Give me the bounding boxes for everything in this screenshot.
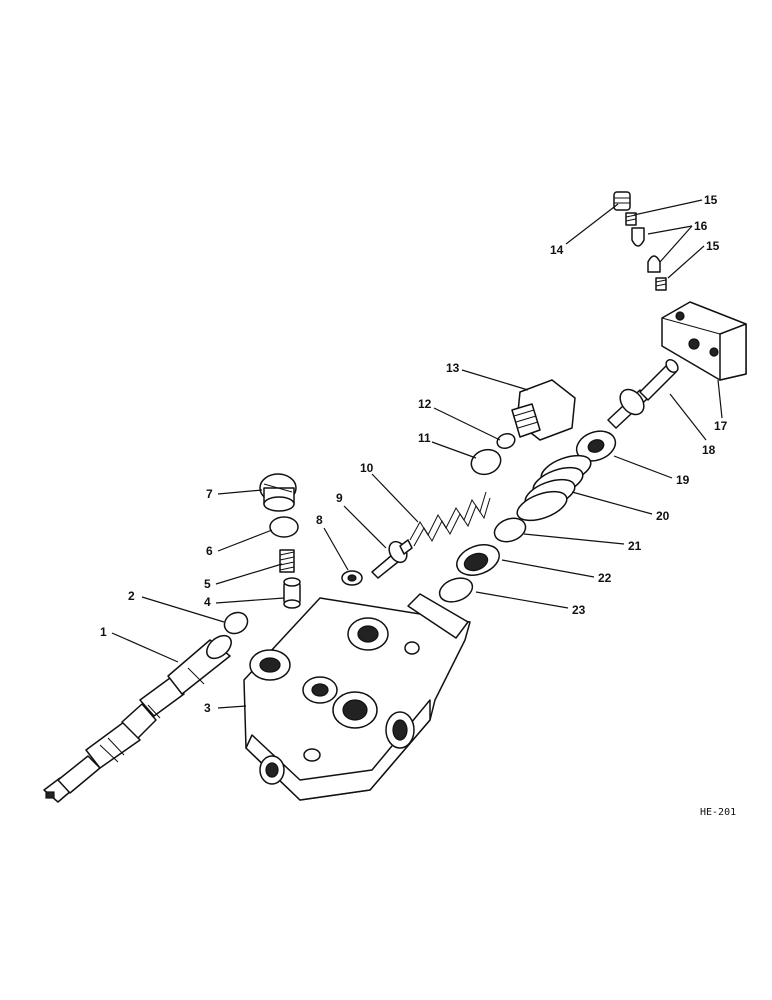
callout-18: 18	[702, 443, 716, 457]
callout-4: 4	[204, 595, 211, 609]
part-21-ring	[493, 517, 527, 543]
callout-16: 16	[694, 219, 708, 233]
callout-1: 1	[100, 625, 107, 639]
part-10-spring	[409, 491, 491, 547]
callout-2: 2	[128, 589, 135, 603]
part-4-plunger	[283, 577, 301, 609]
leader-lines	[111, 199, 723, 709]
callout-15-lower: 15	[706, 239, 720, 253]
callout-17: 17	[714, 419, 728, 433]
callout-labels: 1 2 3 4 5 6 7 8 9 10 11 12 13 14 15 16 1…	[100, 193, 728, 715]
callout-15-upper: 15	[704, 193, 718, 207]
callout-8: 8	[316, 513, 323, 527]
part-3-valve-body	[243, 593, 471, 801]
part-18-stem	[607, 358, 679, 429]
part-14-small-cap	[613, 191, 631, 211]
part-13-hex-cap	[511, 379, 576, 441]
part-12-o-ring	[496, 432, 516, 450]
part-17-end-cap	[661, 301, 747, 381]
figure-code: HE-201	[700, 807, 736, 818]
part-19-spring-seat	[575, 430, 617, 462]
part-16-check-poppets	[631, 227, 661, 273]
part-20-large-spring	[516, 454, 592, 522]
callout-13: 13	[446, 361, 460, 375]
callout-9: 9	[336, 491, 343, 505]
callout-7: 7	[206, 487, 213, 501]
callout-21: 21	[628, 539, 642, 553]
part-8-nut	[341, 570, 363, 586]
callout-20: 20	[656, 509, 670, 523]
part-6-washer	[269, 516, 299, 538]
callout-12: 12	[418, 397, 432, 411]
part-2-o-ring	[223, 611, 249, 635]
callout-11: 11	[418, 431, 431, 445]
part-7-plug	[259, 473, 297, 512]
callout-6: 6	[206, 544, 213, 558]
part-9-poppet	[371, 539, 413, 579]
part-23-o-ring	[438, 577, 474, 603]
callout-10: 10	[360, 461, 374, 475]
part-22-sleeve	[456, 544, 500, 576]
callout-22: 22	[598, 571, 612, 585]
callout-5: 5	[204, 577, 211, 591]
callout-14: 14	[550, 243, 564, 257]
callout-23: 23	[572, 603, 586, 617]
callout-3: 3	[204, 701, 211, 715]
part-1-spool	[43, 634, 232, 803]
part-15-spring-lower	[655, 277, 667, 291]
part-11-ring	[470, 448, 502, 476]
part-5-spring	[279, 549, 295, 573]
callout-19: 19	[676, 473, 690, 487]
